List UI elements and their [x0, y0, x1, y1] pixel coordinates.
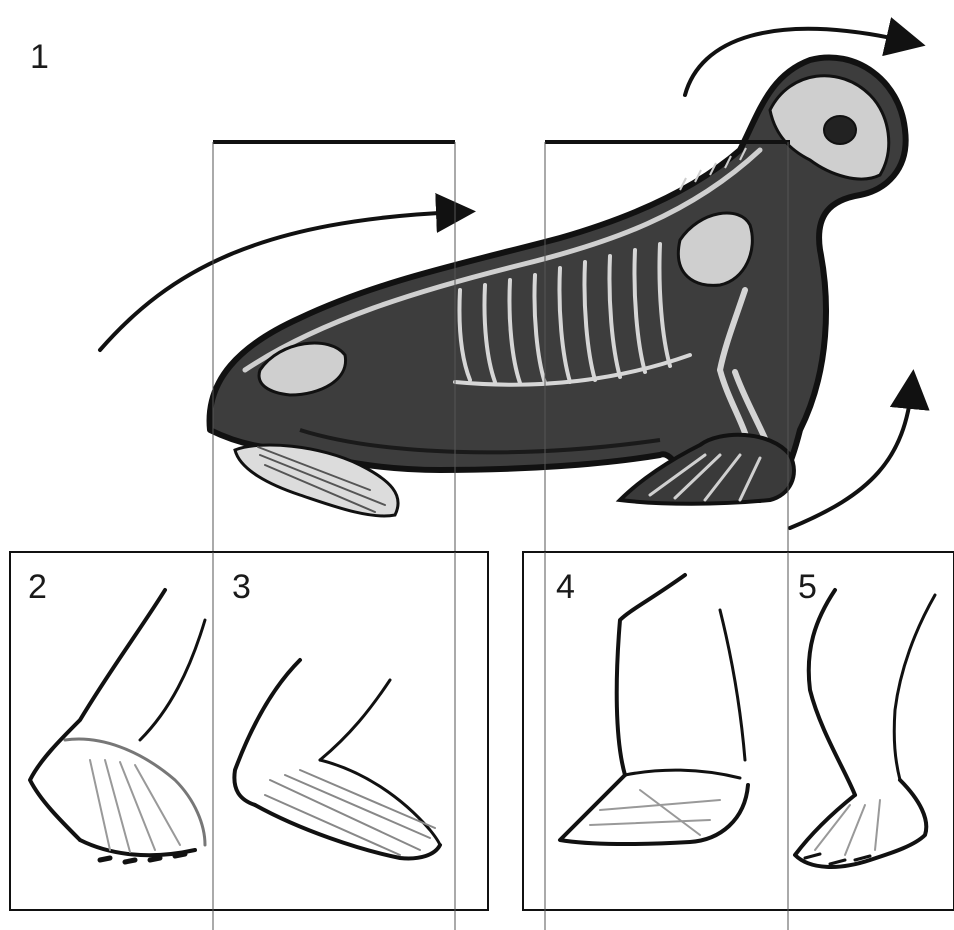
label-5: 5: [798, 568, 817, 606]
panel-fore-flippers: [523, 552, 954, 910]
seal-body: [210, 57, 906, 516]
label-1: 1: [30, 38, 49, 76]
label-3: 3: [232, 568, 251, 606]
label-2: 2: [28, 568, 47, 606]
label-4: 4: [556, 568, 575, 606]
eye-socket: [824, 116, 856, 144]
